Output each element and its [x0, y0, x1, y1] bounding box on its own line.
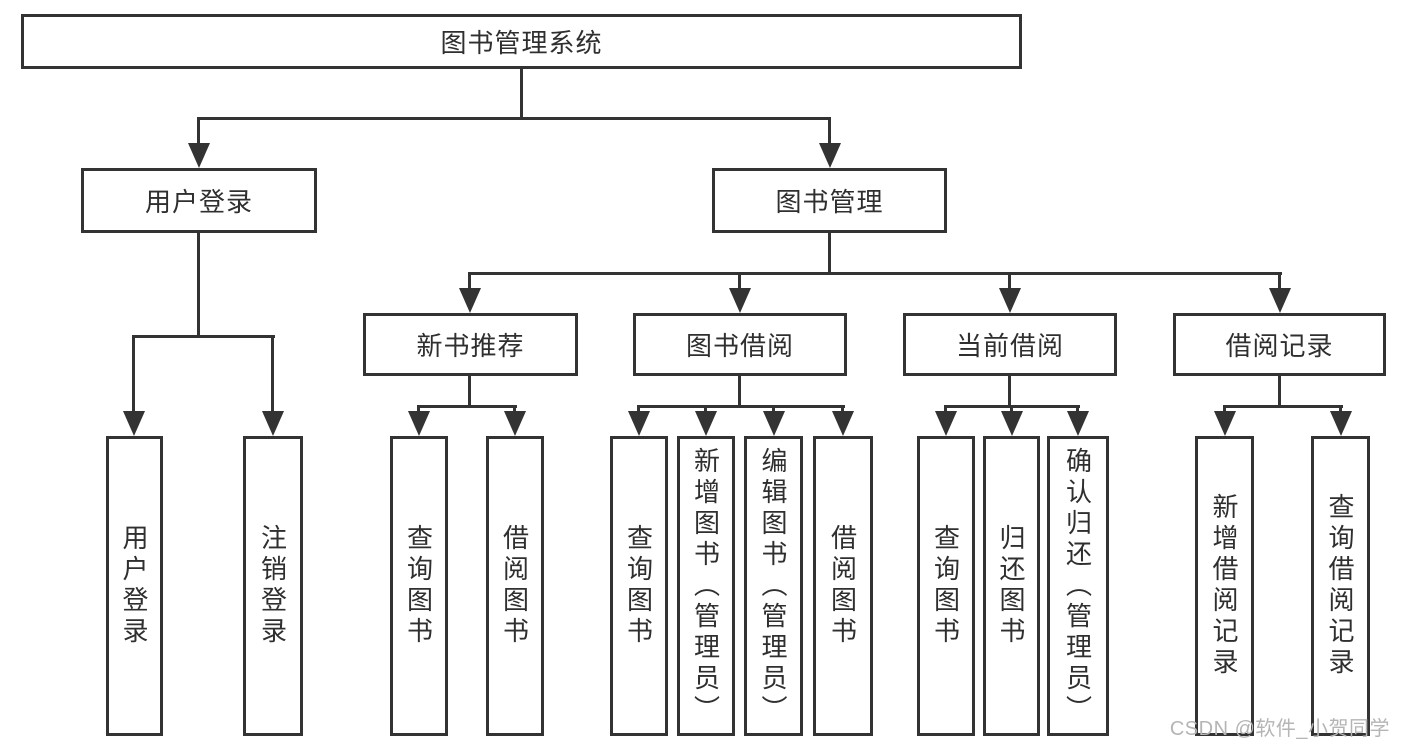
- arrowhead-cb-query: [935, 411, 957, 436]
- arrowhead-leaf-logout: [262, 411, 284, 436]
- arrowhead-current-borrow: [999, 288, 1021, 313]
- connector-book-mgmt-drop-2: [738, 272, 741, 292]
- node-book-borrow-label: 图书借阅: [685, 331, 794, 361]
- connector-current-borrow-drop-3: [1076, 405, 1079, 416]
- node-book-borrow: 图书借阅: [633, 313, 847, 376]
- connector-user-login-stem: [197, 233, 200, 337]
- connector-borrow-record-rail: [1223, 405, 1343, 408]
- connector-book-mgmt-rail: [468, 272, 1282, 275]
- node-user-login-label: 用户登录: [144, 187, 253, 217]
- node-borrow-record: 借阅记录: [1173, 313, 1386, 376]
- arrowhead-cb-confirm: [1067, 411, 1089, 436]
- connector-new-book-rail: [417, 405, 517, 408]
- connector-book-borrow-drop-4: [841, 405, 844, 416]
- arrowhead-leaf-user-login: [123, 411, 145, 436]
- connector-borrow-record-drop-2: [1339, 405, 1342, 416]
- connector-book-mgmt-drop-3: [1008, 272, 1011, 292]
- connector-book-mgmt-stem: [828, 233, 831, 275]
- arrowhead-bb-borrow: [832, 411, 854, 436]
- connector-current-borrow-drop-1: [944, 405, 947, 416]
- connector-borrow-record-stem: [1278, 376, 1281, 407]
- leaf-bb-borrow-books-label: 借阅图书: [827, 524, 858, 648]
- leaf-nb-query-books: 查询图书: [390, 436, 448, 736]
- connector-book-borrow-drop-1: [637, 405, 640, 416]
- leaf-cb-confirm-return-admin-label: 确认归还（管理员）: [1062, 446, 1093, 726]
- leaf-nb-query-books-label: 查询图书: [403, 524, 434, 648]
- node-root: 图书管理系统: [21, 14, 1022, 69]
- leaf-cb-return-books-label: 归还图书: [996, 524, 1026, 648]
- leaf-br-add-record: 新增借阅记录: [1195, 436, 1254, 736]
- arrowhead-nb-query: [408, 411, 430, 436]
- arrowhead-bb-query: [628, 411, 650, 436]
- connector-user-login-rail: [132, 335, 275, 338]
- connector-book-borrow-stem: [738, 376, 741, 407]
- leaf-cb-return-books: 归还图书: [983, 436, 1040, 736]
- leaf-bb-edit-books-admin-label: 编辑图书（管理员）: [758, 446, 788, 726]
- leaf-bb-query-books: 查询图书: [610, 436, 668, 736]
- node-new-book: 新书推荐: [363, 313, 578, 376]
- node-new-book-label: 新书推荐: [416, 331, 525, 361]
- connector-new-book-stem: [468, 376, 471, 407]
- connector-book-borrow-rail: [637, 405, 845, 408]
- arrowhead-book-borrow: [729, 288, 751, 313]
- leaf-user-login-label: 用户登录: [119, 524, 149, 648]
- connector-book-mgmt-drop-1: [468, 272, 471, 292]
- arrowhead-bb-add: [695, 411, 717, 436]
- csdn-watermark: CSDN @软件_小贺同学: [1169, 718, 1390, 740]
- leaf-bb-borrow-books: 借阅图书: [813, 436, 873, 736]
- leaf-br-add-record-label: 新增借阅记录: [1209, 493, 1239, 679]
- connector-current-borrow-drop-2: [1010, 405, 1013, 416]
- connector-user-login-drop-2: [271, 335, 274, 415]
- connector-root-drop-right: [828, 117, 831, 147]
- connector-current-borrow-stem: [1008, 376, 1011, 407]
- arrowhead-book-management: [819, 143, 841, 168]
- arrowhead-new-book: [459, 288, 481, 313]
- connector-new-book-drop-2: [513, 405, 516, 416]
- leaf-bb-query-books-label: 查询图书: [623, 524, 654, 648]
- connector-book-borrow-drop-2: [704, 405, 707, 416]
- leaf-nb-borrow-books: 借阅图书: [486, 436, 544, 736]
- leaf-bb-edit-books-admin: 编辑图书（管理员）: [744, 436, 803, 736]
- leaf-nb-borrow-books-label: 借阅图书: [499, 524, 530, 648]
- leaf-bb-add-books-admin: 新增图书（管理员）: [677, 436, 735, 736]
- arrowhead-nb-borrow: [504, 411, 526, 436]
- leaf-logout-login-label: 注销登录: [257, 524, 288, 648]
- arrowhead-borrow-record: [1269, 288, 1291, 313]
- node-root-label: 图书管理系统: [440, 28, 603, 58]
- connector-root-rail: [197, 117, 831, 120]
- leaf-logout-login: 注销登录: [243, 436, 303, 736]
- leaf-cb-query-books-label: 查询图书: [930, 524, 961, 648]
- arrowhead-br-add: [1214, 411, 1236, 436]
- node-book-management: 图书管理: [712, 168, 947, 233]
- node-book-management-label: 图书管理: [775, 187, 884, 217]
- leaf-cb-query-books: 查询图书: [917, 436, 975, 736]
- arrowhead-bb-edit: [763, 411, 785, 436]
- arrowhead-user-login: [188, 143, 210, 168]
- leaf-bb-add-books-admin-label: 新增图书（管理员）: [690, 446, 721, 726]
- node-borrow-record-label: 借阅记录: [1225, 331, 1334, 361]
- connector-root-drop-left: [197, 117, 200, 147]
- connector-book-mgmt-drop-4: [1278, 272, 1281, 292]
- leaf-cb-confirm-return-admin: 确认归还（管理员）: [1047, 436, 1109, 736]
- node-user-login: 用户登录: [81, 168, 317, 233]
- connector-root-stem: [520, 68, 523, 119]
- connector-new-book-drop-1: [417, 405, 420, 416]
- arrowhead-cb-return: [1001, 411, 1023, 436]
- leaf-br-query-record-label: 查询借阅记录: [1325, 493, 1355, 679]
- node-current-borrow: 当前借阅: [903, 313, 1117, 376]
- arrowhead-br-query: [1330, 411, 1352, 436]
- connector-user-login-drop-1: [132, 335, 135, 415]
- leaf-br-query-record: 查询借阅记录: [1311, 436, 1370, 736]
- node-current-borrow-label: 当前借阅: [955, 331, 1064, 361]
- connector-borrow-record-drop-1: [1223, 405, 1226, 416]
- leaf-user-login: 用户登录: [106, 436, 163, 736]
- connector-book-borrow-drop-3: [772, 405, 775, 416]
